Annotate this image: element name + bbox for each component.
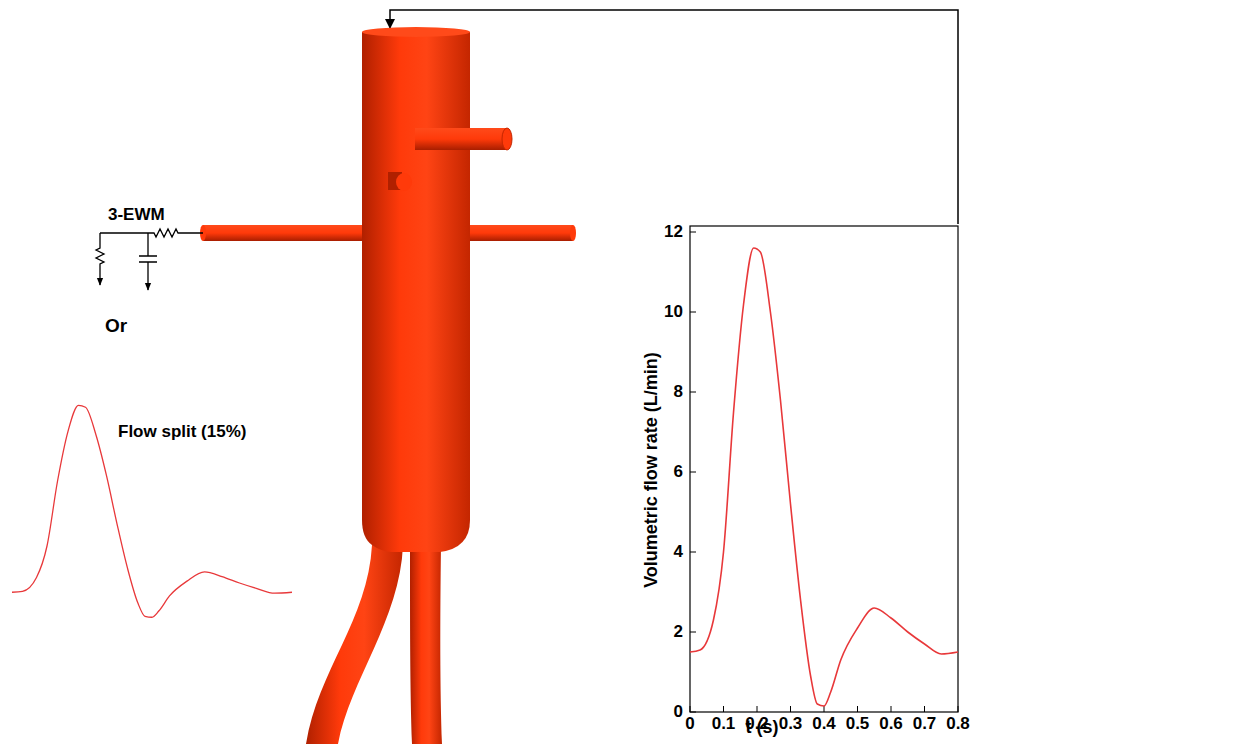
tick-mark <box>690 712 696 713</box>
tick-mark <box>924 706 925 712</box>
flow-curve <box>690 248 958 706</box>
axis-title: Volumetric flow rate (L/min) <box>642 352 662 588</box>
plot-frame <box>690 226 958 712</box>
tick-label: 2 <box>674 623 683 642</box>
inlet-arrow <box>390 10 958 224</box>
celiac-branch <box>415 128 507 150</box>
tick-mark <box>891 706 892 712</box>
tick-label: 0.5 <box>846 715 870 734</box>
tick-mark <box>690 312 696 313</box>
inlet-cap <box>362 27 470 37</box>
tick-mark <box>824 706 825 712</box>
flow-split-curve <box>12 405 292 617</box>
tick-mark <box>723 706 724 712</box>
tick-label: 10 <box>664 303 683 322</box>
tick-mark <box>690 706 691 712</box>
resistor-symbol <box>96 233 104 285</box>
tick-mark <box>757 706 758 712</box>
branch-cap <box>502 128 512 150</box>
renal-left <box>203 225 365 241</box>
connector-word: Or <box>105 316 127 337</box>
iliac-right <box>410 545 442 744</box>
iliac-left <box>306 545 403 744</box>
tick-mark <box>790 706 791 712</box>
tick-mark <box>958 706 959 712</box>
tick-mark <box>690 632 696 633</box>
sma-cap <box>396 173 412 191</box>
tick-label: 12 <box>664 223 683 242</box>
tick-label: 0.7 <box>913 715 937 734</box>
model-label: 3-EWM <box>108 206 165 225</box>
tick-label: 0.8 <box>946 715 970 734</box>
flow-split-waveform <box>12 405 292 617</box>
tick-mark <box>690 232 696 233</box>
tick-mark <box>690 552 696 553</box>
tick-label: 4 <box>674 543 683 562</box>
tick-label: 0.4 <box>812 715 836 734</box>
renal-right <box>467 225 573 241</box>
tick-mark <box>690 472 696 473</box>
tick-label: 0.3 <box>779 715 803 734</box>
waveform-label: Flow split (15%) <box>118 423 246 442</box>
tick-label: 6 <box>674 463 683 482</box>
flow-chart <box>690 226 958 712</box>
tick-mark <box>690 392 696 393</box>
tick-label: 0.6 <box>879 715 903 734</box>
windkessel-circuit <box>96 229 203 290</box>
capacitor-symbol <box>139 233 157 290</box>
aorta-model <box>200 27 576 744</box>
resistor-symbol <box>100 229 203 237</box>
tick-label: 8 <box>674 383 683 402</box>
tick-label: 0.2 <box>745 715 769 734</box>
branch-cap <box>570 225 576 241</box>
tick-label: 0 <box>674 703 683 722</box>
tick-label: 0 <box>685 715 694 734</box>
aorta-trunk <box>362 32 470 552</box>
tick-mark <box>857 706 858 712</box>
tick-label: 0.1 <box>712 715 736 734</box>
